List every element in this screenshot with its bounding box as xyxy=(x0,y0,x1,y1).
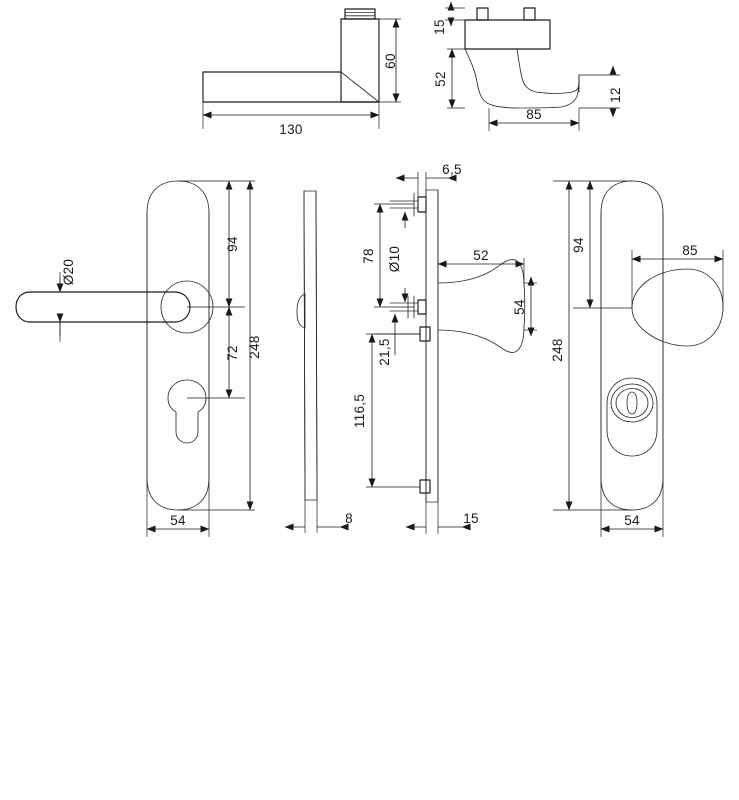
dim-label-12: 12 xyxy=(608,87,623,103)
dim-label-52-knob: 52 xyxy=(473,248,489,263)
dim-label-8: 8 xyxy=(345,511,353,526)
lever-top-view: 60 130 xyxy=(202,8,401,137)
dim-label-78: 78 xyxy=(361,248,376,264)
dim-label-248-right: 248 xyxy=(550,338,565,361)
dim-label-21-5: 21,5 xyxy=(377,338,392,365)
dim-label-85-side: 85 xyxy=(526,107,542,122)
dim-label-15-depth: 15 xyxy=(463,511,479,526)
dim-label-dia20: Ø20 xyxy=(61,259,76,285)
dim-label-94-left: 94 xyxy=(225,236,240,252)
lever-side-view: 15 52 12 85 xyxy=(432,1,623,131)
dim-label-15-top: 15 xyxy=(432,19,447,35)
dim-label-dia10: Ø10 xyxy=(387,246,402,272)
dim-label-60: 60 xyxy=(383,53,398,69)
dim-label-130: 130 xyxy=(279,122,302,137)
dim-label-85-right: 85 xyxy=(682,243,698,258)
dim-label-54-right: 54 xyxy=(624,513,640,528)
dim-label-6-5: 6,5 xyxy=(442,162,462,177)
dim-label-72: 72 xyxy=(225,345,240,361)
plate-edge-view: 8 xyxy=(284,190,353,533)
plate-front-knob-view: 94 248 85 54 xyxy=(550,180,724,537)
plate-front-lever-view: Ø20 94 72 248 54 xyxy=(15,180,262,537)
dim-label-52-side: 52 xyxy=(433,71,448,87)
plate-section-view: 6,5 Ø10 78 52 54 21,5 116,5 15 xyxy=(352,162,537,534)
dim-label-94-right: 94 xyxy=(571,237,586,253)
dim-label-54-knob: 54 xyxy=(512,299,527,315)
dim-label-248-left: 248 xyxy=(247,335,262,358)
dim-label-54-left: 54 xyxy=(170,513,186,528)
dim-label-116-5: 116,5 xyxy=(352,394,367,428)
